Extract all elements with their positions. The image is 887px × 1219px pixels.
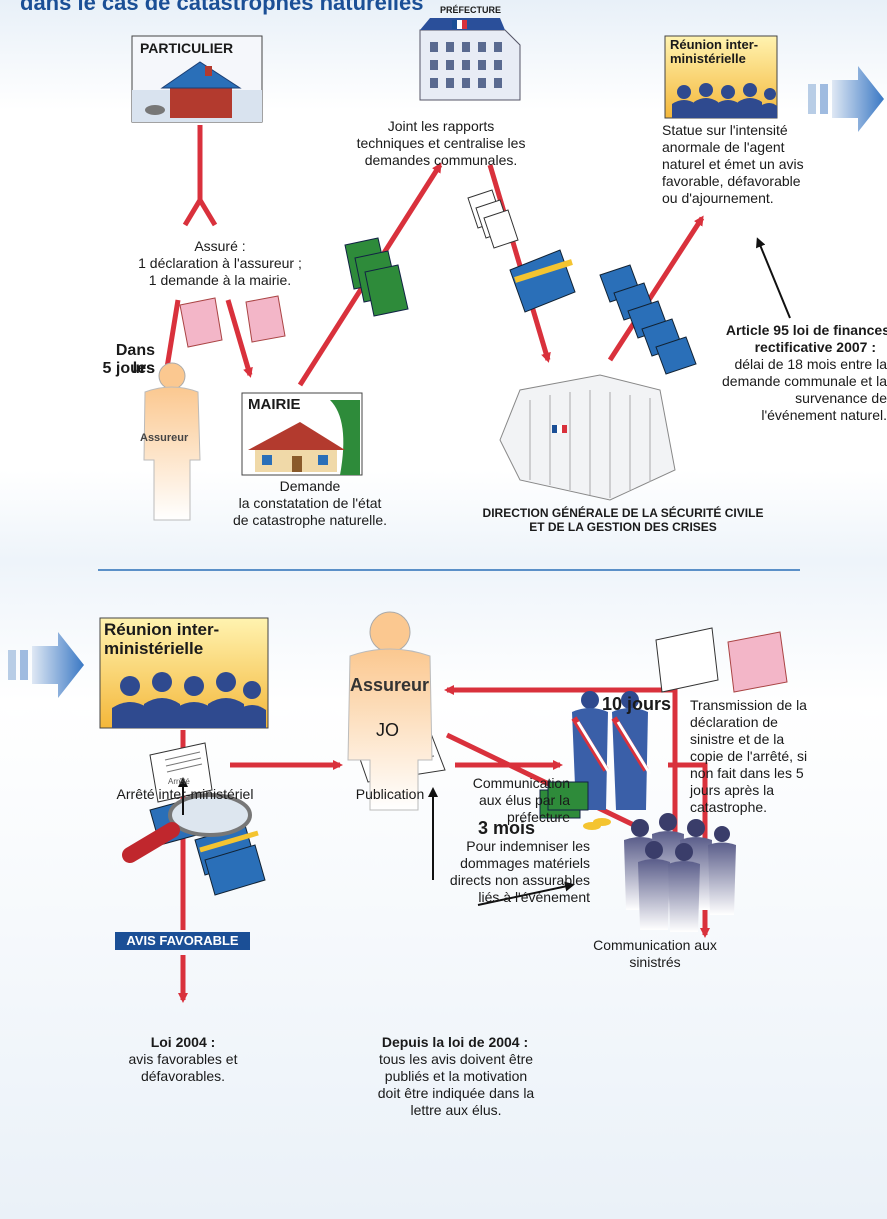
law2004-text: avis favorables et défavorables.	[128, 1051, 238, 1084]
elected-officials-icon	[571, 691, 652, 810]
mairie-line1: Demande	[279, 478, 341, 494]
transmission-text: Transmission de la déclaration de sinist…	[690, 697, 808, 815]
town-hall-icon	[241, 392, 363, 476]
declaration-document-icon	[179, 295, 286, 348]
since2004-title: Depuis la loi de 2004 :	[381, 1034, 529, 1050]
house-icon	[131, 35, 263, 123]
page-title: dans le cas de catastrophes naturelles	[20, 0, 424, 15]
insured-line2: 1 déclaration à l'assureur ;	[138, 255, 302, 271]
law2004-title: Loi 2004 :	[150, 1034, 216, 1050]
journal-doc-label: JO	[376, 720, 400, 740]
money-icon	[539, 781, 611, 830]
decree-document-icon	[149, 742, 213, 803]
insurer-person-icon	[347, 611, 433, 811]
green-documents-icon	[344, 237, 409, 317]
meeting-label-top: Réunion inter-ministérielle	[670, 37, 759, 66]
meeting-label-bottom: Réunion inter-ministérielle	[104, 620, 220, 658]
decree-documents-icon	[655, 627, 788, 693]
meeting-crowd-icon	[99, 617, 269, 729]
delay-3m-text: Pour indemniser les dommages matériels d…	[449, 838, 590, 905]
insured-line3: 1 demande à la mairie.	[148, 272, 292, 288]
meeting-crowd-icon	[664, 35, 778, 119]
officials-text: Communication aux élus par la préfecture	[472, 775, 570, 825]
folder-icon	[509, 249, 576, 313]
delay-10-label: 10 jours	[602, 694, 672, 714]
particulier-label: PARTICULIER	[140, 40, 234, 56]
since2004-text: tous les avis doivent être publiés et la…	[377, 1051, 535, 1118]
magnifier-folders-icon	[122, 793, 266, 896]
mairie-line3: de catastrophe naturelle.	[232, 512, 388, 528]
article-text: délai de 18 mois entre la demande commun…	[722, 356, 887, 423]
ministry-building-icon	[499, 374, 676, 501]
mairie-label: MAIRIE	[248, 396, 301, 413]
insurer-person-icon	[143, 362, 201, 521]
mairie-line2: la constatation de l'état	[238, 495, 382, 511]
decree-doc-label: Arrêté	[168, 777, 190, 786]
favorable-badge: AVIS FAVORABLE	[115, 932, 250, 950]
delay-5-line1: Dans les	[115, 342, 155, 377]
prefecture-building-icon	[419, 18, 521, 101]
victims-text: Communication aux sinistrés	[593, 937, 717, 970]
meeting-text-top: Statue sur l'intensité anormale de l'age…	[662, 122, 804, 206]
continue-arrow-icon	[8, 632, 84, 698]
victims-crowd-icon	[624, 813, 736, 932]
note-pointer-arrows	[178, 777, 575, 906]
paper-stack-icon	[467, 189, 519, 249]
insurer-small-label: Assureur	[140, 432, 189, 444]
folders-stack-icon	[599, 264, 697, 375]
dgscgc-line2: ET DE LA GESTION DES CRISES	[529, 520, 717, 534]
article-title1: Article 95 loi de finances	[725, 322, 887, 338]
insurer-big-label: Assureur	[350, 675, 430, 695]
dgscgc-line1: DIRECTION GÉNÉRALE DE LA SÉCURITÉ CIVILE	[482, 506, 764, 520]
prefecture-label: PRÉFECTURE	[440, 5, 502, 15]
publication-text: Publication	[355, 786, 425, 802]
decree-text: Arrêté inter-ministériel	[116, 786, 254, 802]
delay-3m-label: 3 mois	[478, 818, 536, 838]
article-pointer-arrow	[756, 237, 791, 319]
prefecture-text: Joint les rapports techniques et central…	[356, 118, 526, 168]
article-title2: rectificative 2007 :	[754, 339, 876, 355]
continue-arrow-icon	[808, 66, 884, 132]
insured-line1: Assuré :	[194, 238, 246, 254]
delay-5-line2: 5 jours	[102, 360, 155, 377]
